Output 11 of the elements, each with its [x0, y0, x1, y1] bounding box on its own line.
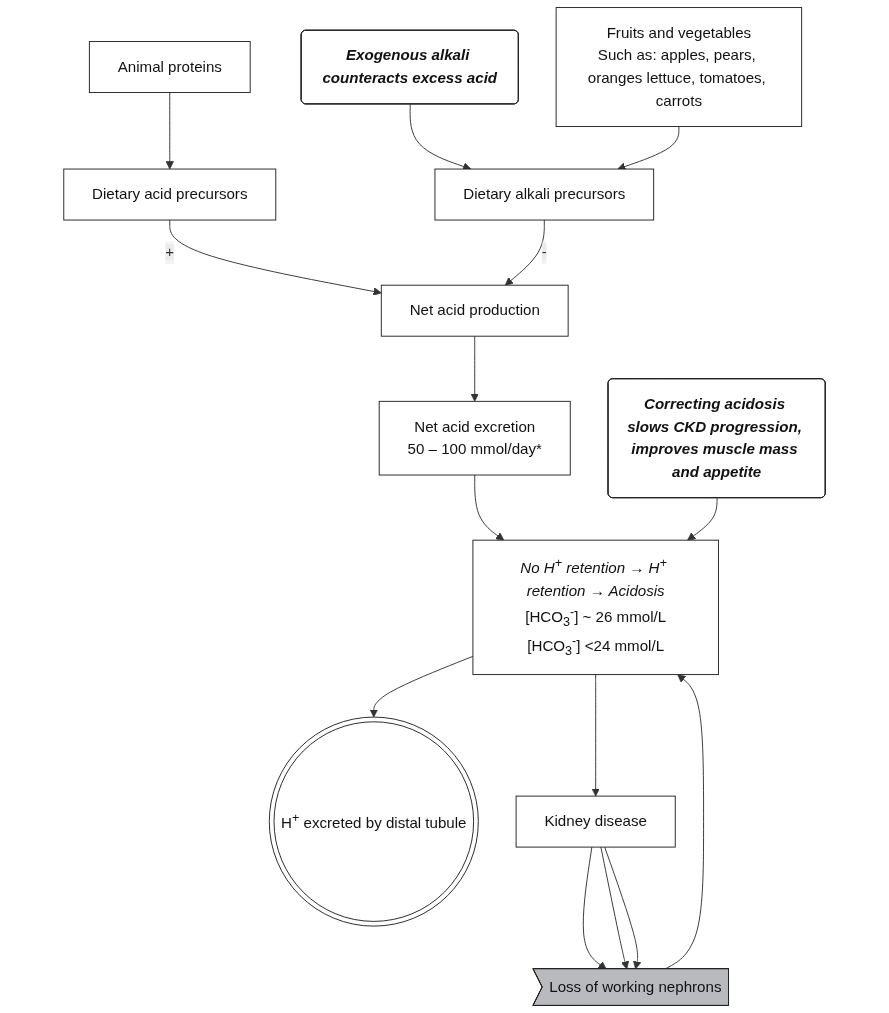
- node-box: Fruits and vegetables Such as: apples, pears, oranges lettuce, tomatoes, carrots: [555, 7, 803, 127]
- edge-label: -: [541, 244, 547, 261]
- edge-label: +: [165, 244, 175, 261]
- node-box: Net acid excretion 50 – 100 mmol/day*: [378, 400, 571, 476]
- node-box: Animal proteins: [88, 41, 251, 93]
- node-circle: H$^{+}$ excreted by distal tubule: [268, 716, 479, 927]
- node-box: Kidney disease: [515, 795, 676, 848]
- node-box: No H$^{+}$ retention → H$^{+}$ retention → Acidosis [HCO$_{3}$$^{-}$] ~ 26 mmol/L [HCO$_{3}$$^{-}$] <24 mmol/L: [472, 539, 719, 676]
- node-box: Net acid production: [380, 284, 569, 337]
- node-box: Dietary acid precursors: [63, 168, 277, 221]
- node-box: Dietary alkali precursors: [434, 168, 655, 221]
